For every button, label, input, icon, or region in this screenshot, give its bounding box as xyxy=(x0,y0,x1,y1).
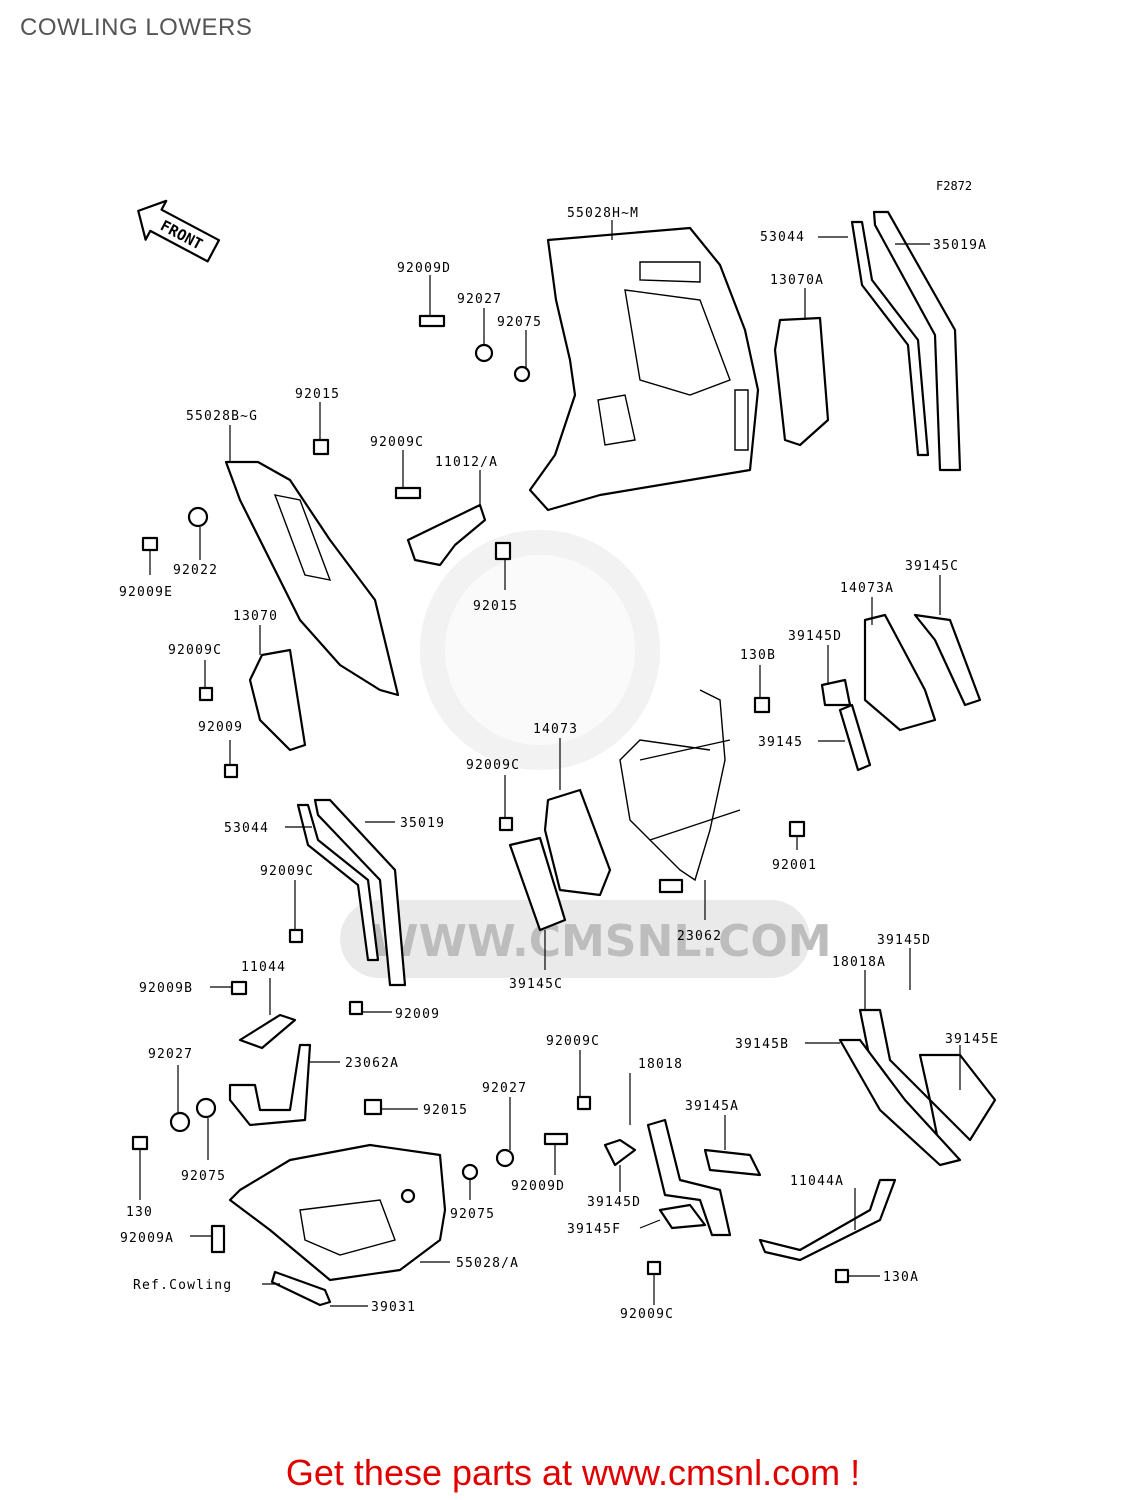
seal-39145f xyxy=(658,1203,707,1230)
label-92027-left: 92027 xyxy=(148,1047,193,1062)
bracket-11044 xyxy=(238,1013,297,1050)
seal-39145a xyxy=(703,1148,762,1177)
label-92027-mid: 92027 xyxy=(482,1081,527,1096)
label-92075-left: 92075 xyxy=(181,1169,226,1184)
label-92015-top: 92015 xyxy=(295,387,340,402)
parts-diagram: WWW.CMSNL.COM FRONT xyxy=(119,199,999,1322)
bracket-18018 xyxy=(646,1118,732,1237)
label-130a: 130A xyxy=(883,1270,919,1285)
page-title: COWLING LOWERS xyxy=(20,14,253,41)
label-35019: 35019 xyxy=(400,816,445,831)
label-55028bg: 55028B~G xyxy=(186,409,258,424)
label-130: 130 xyxy=(126,1205,153,1220)
label-92009e: 92009E xyxy=(119,585,173,600)
label-39031: 39031 xyxy=(371,1300,416,1315)
label-18018a: 18018A xyxy=(832,955,886,970)
duct-14073a xyxy=(863,613,937,732)
label-18018: 18018 xyxy=(638,1057,683,1072)
label-53044a: 53044 xyxy=(760,230,805,245)
label-92022: 92022 xyxy=(173,563,218,578)
label-23062a: 23062A xyxy=(345,1056,399,1071)
label-92015-low: 92015 xyxy=(423,1103,468,1118)
bracket-13070 xyxy=(248,648,307,752)
bracket-23062a xyxy=(228,1043,312,1127)
label-11044a: 11044A xyxy=(790,1174,844,1189)
label-13070a: 13070A xyxy=(770,273,824,288)
label-39145e: 39145E xyxy=(945,1032,999,1047)
seal-39145c-mid xyxy=(508,836,567,932)
fasteners xyxy=(131,314,850,1284)
label-39145a: 39145A xyxy=(685,1099,739,1114)
label-92015-mid: 92015 xyxy=(473,599,518,614)
front-arrow-icon: FRONT xyxy=(137,199,221,263)
seal-39145c-top xyxy=(913,613,982,707)
strip-upper-right xyxy=(850,210,962,472)
label-39145c-mid: 39145C xyxy=(509,977,563,992)
bracket-11044a xyxy=(758,1178,897,1262)
label-35019a: 35019A xyxy=(933,238,987,253)
label-14073: 14073 xyxy=(533,722,578,737)
seal-39145 xyxy=(838,703,872,772)
figure-reference: F2872 xyxy=(936,179,973,193)
label-23062: 23062 xyxy=(677,929,722,944)
label-92027-top: 92027 xyxy=(457,292,502,307)
promo-footer-link[interactable]: Get these parts at www.cmsnl.com ! xyxy=(285,1452,861,1493)
label-92009c-6: 92009C xyxy=(620,1307,674,1322)
label-39145b: 39145B xyxy=(735,1037,789,1052)
label-ref-cowling: Ref.Cowling xyxy=(133,1278,232,1293)
label-130b: 130B xyxy=(740,648,776,663)
label-92075-top: 92075 xyxy=(497,315,542,330)
label-39145c-top: 39145C xyxy=(905,559,959,574)
label-92001: 92001 xyxy=(772,858,817,873)
cowling-left xyxy=(224,460,400,697)
label-53044: 53044 xyxy=(224,821,269,836)
label-39145f: 39145F xyxy=(567,1222,621,1237)
label-92009-2: 92009 xyxy=(395,1007,440,1022)
label-92009d-top: 92009D xyxy=(397,261,451,276)
label-92009c-4: 92009C xyxy=(260,864,314,879)
label-92009d-low: 92009D xyxy=(511,1179,565,1194)
label-55028a: 55028/A xyxy=(456,1256,519,1271)
rod-39031 xyxy=(270,1270,332,1307)
watermark-text: WWW.CMSNL.COM xyxy=(370,916,832,967)
leader-lines xyxy=(139,220,961,1307)
seal-39145d-top xyxy=(820,678,852,707)
label-92009c-1: 92009C xyxy=(370,435,424,450)
frame-23062 xyxy=(619,689,741,894)
label-92009b: 92009B xyxy=(139,981,193,996)
label-92075-mid: 92075 xyxy=(450,1207,495,1222)
label-92009c-5: 92009C xyxy=(546,1034,600,1049)
label-14073a: 14073A xyxy=(840,581,894,596)
seal-39145d-low xyxy=(603,1138,637,1167)
label-55028hm: 55028H~M xyxy=(567,206,639,221)
label-92009-1: 92009 xyxy=(198,720,243,735)
label-11044: 11044 xyxy=(241,960,286,975)
label-39145d-top: 39145D xyxy=(788,629,842,644)
watermark: WWW.CMSNL.COM xyxy=(340,530,832,978)
bracket-13070a xyxy=(773,316,830,447)
bracket-18018a xyxy=(838,1008,997,1167)
label-92009c-3: 92009C xyxy=(466,758,520,773)
label-11012a: 11012/A xyxy=(435,455,498,470)
strip-left xyxy=(296,798,407,987)
label-39145d-low: 39145D xyxy=(587,1195,641,1210)
part-labels: 55028H~M 53044 35019A 13070A 92009D 9202… xyxy=(119,206,999,1322)
label-39145: 39145 xyxy=(758,735,803,750)
label-13070: 13070 xyxy=(233,609,278,624)
cowling-upper-right xyxy=(528,226,760,512)
cowling-under xyxy=(228,1143,447,1282)
label-92009c-2: 92009C xyxy=(168,643,222,658)
label-39145d-mid: 39145D xyxy=(877,933,931,948)
label-92009a: 92009A xyxy=(120,1231,174,1246)
duct-14073 xyxy=(543,788,612,897)
